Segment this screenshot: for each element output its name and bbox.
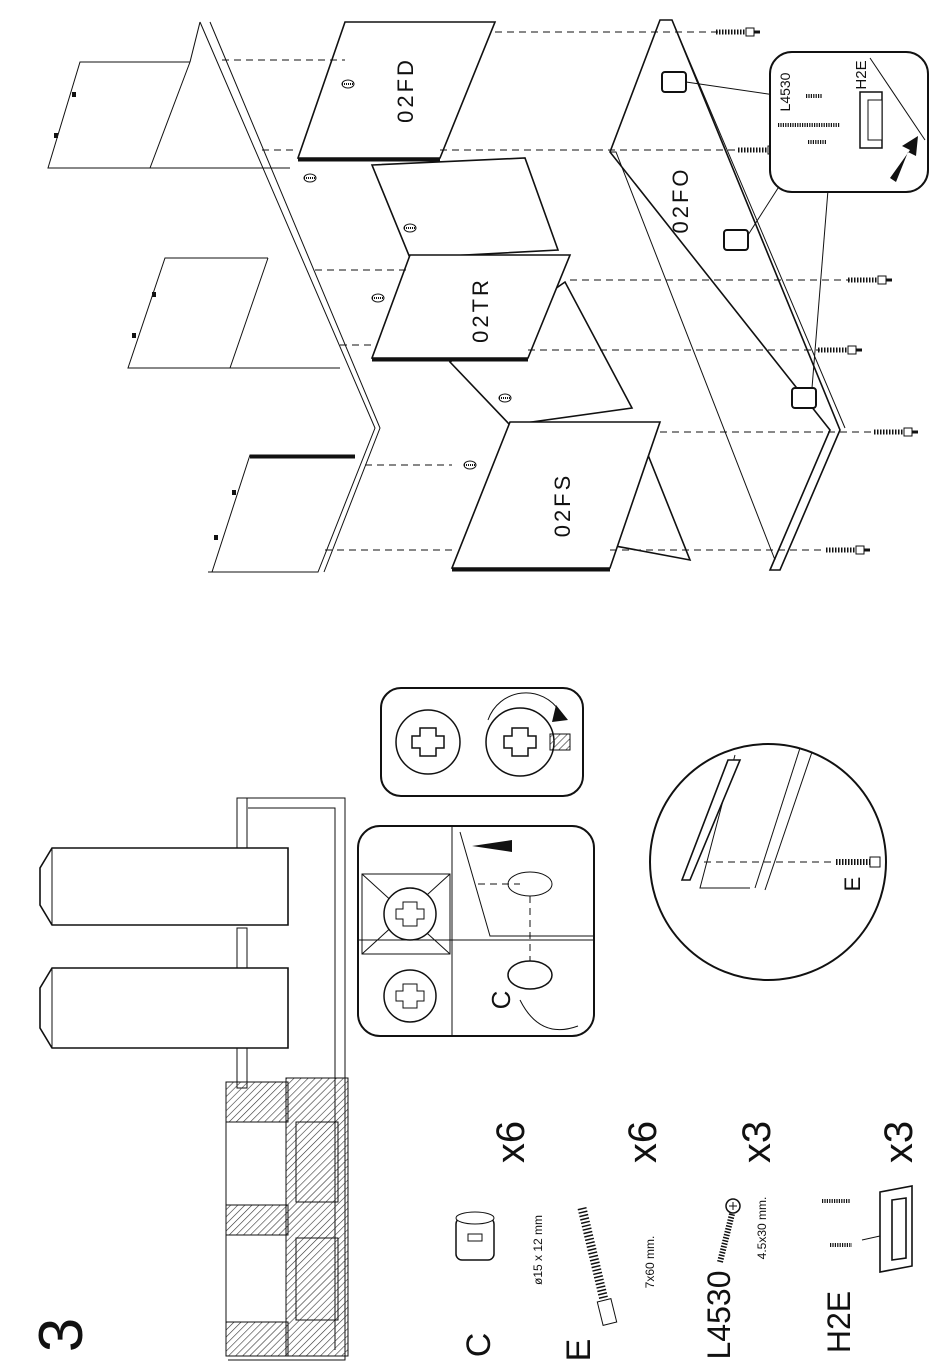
panel-label-02fo: 02FO xyxy=(668,166,693,233)
callout-label-l4530: L4530 xyxy=(777,72,793,111)
hinge-bracket-icon xyxy=(822,1186,912,1272)
hinge-detail-callout: L4530 H2E xyxy=(770,52,928,192)
cam-insertion-detail: C xyxy=(358,826,594,1036)
part-code-h2e: H2E xyxy=(821,1291,857,1353)
part-item-e: E 7x60 mm. x6 xyxy=(560,1121,665,1361)
panel-label-02tr: 02TR xyxy=(468,277,493,343)
part-size-l4530: 4.5x30 mm. xyxy=(755,1197,769,1260)
part-item-h2e: H2E x3 xyxy=(821,1121,921,1353)
step-number: 3 xyxy=(27,1318,96,1352)
panel-label-02fs: 02FS xyxy=(550,473,575,538)
wood-screw-icon xyxy=(720,1199,740,1262)
part-qty-h2e: x3 xyxy=(877,1121,921,1163)
part-size-c: ø15 x 12 mm xyxy=(531,1215,545,1285)
part-code-l4530: L4530 xyxy=(701,1271,737,1360)
detail-label-c: C xyxy=(486,991,516,1010)
door-panel-02fd: 02FD xyxy=(298,22,495,160)
part-qty-l4530: x3 xyxy=(735,1121,779,1163)
part-item-l4530: L4530 4.5x30 mm. x3 xyxy=(701,1121,779,1360)
part-code-c: C xyxy=(460,1333,498,1358)
detail-label-e: E xyxy=(840,877,865,892)
part-code-e: E xyxy=(560,1339,598,1362)
assembled-unit-overview xyxy=(40,798,348,1360)
dowel-screw-icon xyxy=(582,1208,617,1325)
part-item-c: C ø15 x 12 mm x6 xyxy=(456,1121,545,1357)
cam-rotation-detail xyxy=(381,688,583,796)
part-size-e: 7x60 mm. xyxy=(643,1236,657,1289)
cam-lock-icon xyxy=(456,1212,494,1260)
screw-e-detail: E xyxy=(650,744,886,980)
exploded-view: 02FD 02TR 02FS 02FO xyxy=(48,20,928,572)
panel-label-02fd: 02FD xyxy=(393,57,418,123)
callout-label-h2e: H2E xyxy=(853,60,870,89)
parts-list: C ø15 x 12 mm x6 E 7x60 mm. x6 L4530 4.5… xyxy=(456,1121,921,1361)
part-qty-e: x6 xyxy=(621,1121,665,1163)
part-qty-c: x6 xyxy=(489,1121,533,1163)
